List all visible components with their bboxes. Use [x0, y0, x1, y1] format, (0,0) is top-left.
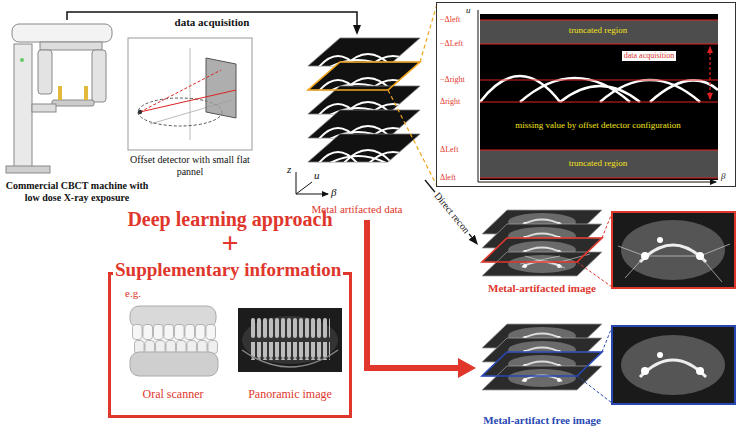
offset-label: −Δleft	[440, 15, 460, 25]
clean-image-stack	[482, 352, 602, 376]
sinogram-panel: truncated region data acquisition missing …	[436, 2, 736, 187]
sinogram-plot	[480, 20, 718, 178]
figure-caption: Oral scanner	[143, 387, 204, 401]
sinogram-plot	[709, 47, 710, 99]
clean-image-stack	[640, 360, 706, 377]
region-label: data acquisition	[622, 51, 676, 61]
offset-label: Δright	[440, 97, 460, 107]
cbct-machine	[12, 24, 112, 42]
sinogram-plot	[478, 10, 716, 182]
artifact-image-stack	[640, 245, 706, 262]
plus-sign: +	[221, 229, 238, 257]
sinogram-plot	[480, 14, 718, 180]
figure-caption: Panoramic image	[248, 387, 332, 401]
oral-scan-model	[132, 324, 216, 340]
artifact-image-stack	[577, 213, 612, 287]
headline-text: Deep learning approach	[127, 207, 332, 231]
detector-geometry	[140, 70, 221, 112]
figure-caption: Offset detector with small flat pannel	[128, 154, 252, 178]
offset-label: Δleft	[440, 173, 456, 183]
cbct-machine	[38, 50, 52, 94]
machine-figure: Commercial CBCT machine with low dose X-…	[2, 20, 152, 208]
cbct-machine	[40, 42, 102, 50]
artifact-image-stack	[641, 252, 649, 260]
figure-caption: Metal-artifact free image	[483, 414, 601, 427]
sinogram-plot	[480, 150, 718, 178]
region-label: missing value by offset detector configu…	[515, 120, 681, 131]
image-stack: Metal-artifacted image	[476, 205, 736, 300]
cbct-machine	[14, 44, 32, 168]
clean-image-stack	[612, 326, 735, 404]
detector-geometry	[138, 110, 142, 114]
detector-geometry	[140, 90, 236, 112]
cbct-machine	[52, 100, 94, 106]
sinogram-stack	[296, 172, 328, 194]
figure-caption: Commercial CBCT machine with low dose X-…	[2, 180, 152, 204]
offset-label: ΔLeft	[440, 145, 458, 155]
artifact-image-stack	[520, 254, 590, 268]
cbct-machine	[6, 166, 50, 173]
box-heading: Supplementary information	[113, 258, 343, 281]
oral-scan-model	[130, 352, 218, 376]
axis-label: u	[466, 5, 471, 16]
example-figure: Oral scanner	[123, 303, 223, 403]
cbct-machine	[58, 86, 62, 100]
clean-image-stack	[577, 327, 612, 403]
detector-geometry	[128, 38, 252, 150]
image-stack: Metal-artifact free image	[476, 318, 736, 432]
edge-label: data acquisition	[173, 16, 252, 29]
oral-scan-model	[130, 306, 218, 376]
cbct-machine	[84, 86, 88, 100]
panoramic-xray	[242, 316, 338, 364]
clean-image-stack	[657, 352, 663, 358]
detector-figure: Offset detector with small flat pannel	[128, 38, 252, 180]
panoramic-xray	[242, 350, 338, 367]
artifact-image-stack	[621, 220, 725, 280]
region-label: truncated region	[569, 25, 628, 36]
region-label: truncated region	[569, 158, 628, 169]
note-text: e.g.	[125, 287, 141, 300]
data-stack: Metal artifacted data	[290, 35, 425, 220]
sinogram-stack	[308, 134, 420, 164]
clean-image-stack	[482, 324, 735, 404]
sinogram-stack	[388, 4, 437, 186]
cbct-machine	[6, 24, 112, 173]
flow-arrow	[367, 220, 458, 368]
sinogram-plot	[478, 10, 718, 182]
panoramic-xray	[238, 308, 342, 372]
cbct-machine	[92, 50, 106, 102]
sinogram-stack	[308, 62, 420, 90]
cbct-machine	[32, 104, 56, 112]
edge-label: Direct recon	[430, 188, 473, 237]
clean-image-stack	[696, 367, 704, 375]
artifact-image-stack	[612, 212, 735, 288]
artifact-image-stack	[618, 244, 730, 282]
artifact-image-stack	[482, 238, 602, 262]
panoramic-xray	[238, 308, 342, 372]
detector-geometry	[128, 38, 252, 150]
panoramic-xray	[250, 318, 330, 338]
clean-image-stack	[621, 335, 725, 395]
sinogram-stack	[296, 4, 437, 194]
artifact-image-stack	[482, 210, 735, 288]
cbct-machine	[20, 58, 24, 62]
axis-label: u	[314, 169, 320, 182]
figure-caption: Metal-artifacted image	[488, 282, 596, 295]
axis-label: z	[287, 163, 291, 176]
artifact-image-stack	[696, 252, 704, 260]
clean-image-stack	[641, 367, 649, 375]
axis-label: β	[721, 171, 725, 182]
sinogram-plot	[480, 20, 718, 44]
artifact-image-stack	[657, 237, 663, 243]
panoramic-xray	[250, 342, 330, 360]
detector-geometry	[206, 58, 236, 118]
offset-label: −Δright	[440, 75, 465, 85]
example-figure: Panoramic image	[235, 303, 345, 403]
offset-label: −ΔLeft	[440, 39, 463, 49]
info-box: Supplementary informatione.g.Oral scanne…	[108, 272, 352, 418]
axis-label: β	[331, 186, 336, 199]
